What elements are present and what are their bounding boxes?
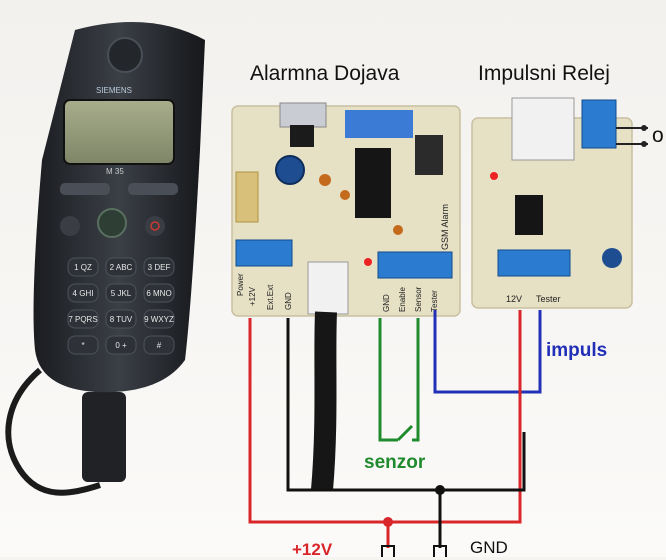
hangup-button-icon — [145, 216, 165, 236]
keypad: 1 QZ 2 ABC 3 DEF 4 GHI 5 JKL 6 MNO 7 PQRS 8 TUV… — [67, 257, 175, 355]
key — [105, 309, 137, 329]
fuse — [235, 171, 259, 223]
pin-label-enable: Enable — [398, 287, 407, 312]
pin-label-sensor: Sensor — [414, 286, 423, 312]
relay-led — [490, 172, 498, 180]
ground-node — [435, 485, 445, 495]
key-label: 7 PQRS — [68, 315, 97, 324]
key — [105, 283, 137, 303]
terminal-block-sensor — [377, 251, 453, 279]
relay-output-label: o — [652, 124, 664, 147]
phone-cable — [5, 367, 101, 496]
key — [105, 335, 137, 355]
pin-header — [307, 261, 349, 315]
key — [143, 335, 175, 355]
flat-cable — [311, 311, 337, 491]
phone-brand: SIEMENS — [96, 86, 133, 95]
pin-label-tester: Tester — [430, 290, 439, 312]
relay-pin-tester: Tester — [536, 294, 561, 304]
relay-pin-12v: 12V — [506, 294, 523, 304]
key-label: * — [81, 341, 84, 350]
phone-screen — [63, 99, 175, 165]
key — [143, 309, 175, 329]
sensor-switch — [396, 424, 414, 442]
relay-board-title: Impulsni Relej — [478, 62, 610, 85]
gnd-label: GND — [470, 538, 508, 557]
key — [143, 257, 175, 277]
transistor-block — [415, 135, 443, 175]
key-label: 5 JKL — [111, 289, 132, 298]
key — [67, 283, 99, 303]
key-label: 2 ABC — [110, 263, 133, 272]
plus12v-label: +12V — [292, 540, 333, 559]
impuls-label: impuls — [546, 340, 608, 361]
pin-label-gnd: GND — [284, 292, 293, 310]
key-label: 4 GHI — [73, 289, 94, 298]
supply-node — [383, 517, 393, 527]
key-label: 9 WXYZ — [144, 315, 174, 324]
key — [105, 257, 137, 277]
relay-output-terminal — [581, 99, 617, 149]
menu-button-icon — [60, 216, 80, 236]
terminal-block-power — [235, 239, 293, 267]
key — [67, 335, 99, 355]
relay-component — [511, 97, 575, 161]
pin-label-gnd-2: GND — [382, 294, 391, 312]
impulse-wire — [433, 310, 542, 394]
key-label: 6 MNO — [146, 289, 171, 298]
key — [143, 283, 175, 303]
earpiece-icon — [107, 37, 143, 73]
pin-label-power: Power — [236, 273, 245, 296]
heatsink — [279, 102, 327, 128]
mobile-phone: 1 QZ 2 ABC 3 DEF 4 GHI 5 JKL 6 MNO 7 PQRS 8 TUV… — [33, 22, 205, 393]
key-label: 0 + — [115, 341, 127, 350]
softkey-left — [60, 183, 110, 195]
alarm-board-title: Alarmna Dojava — [250, 62, 400, 85]
pin-label-extext: Ext.Ext — [266, 284, 275, 310]
key — [67, 309, 99, 329]
board-side-label: GSM Alarm — [440, 203, 450, 250]
capacitor — [275, 155, 305, 185]
softkey-right — [128, 183, 178, 195]
phone-model: M 35 — [106, 167, 124, 176]
alarm-pcb — [231, 102, 461, 317]
ground-terminal-icon — [433, 545, 447, 557]
pin-label-12v: +12V — [248, 287, 257, 306]
relay-pcb — [471, 97, 633, 309]
key-label: 3 DEF — [148, 263, 171, 272]
supply-terminal-icon — [381, 545, 395, 557]
senzor-label: senzor — [364, 452, 426, 473]
relay-input-terminal — [497, 249, 571, 277]
relay-capacitor — [602, 248, 622, 268]
key — [67, 257, 99, 277]
led — [364, 258, 372, 266]
ic-chip — [355, 148, 391, 218]
phone-connector — [82, 392, 126, 482]
sensor-wire — [378, 318, 420, 442]
key-label: # — [157, 341, 162, 350]
dip-switch — [345, 110, 413, 138]
ground-wire — [286, 318, 526, 548]
relay-ic — [515, 195, 543, 235]
key-label: 1 QZ — [74, 263, 92, 272]
call-button-icon — [97, 208, 127, 238]
key-label: 8 TUV — [110, 315, 133, 324]
regulator — [290, 125, 314, 147]
